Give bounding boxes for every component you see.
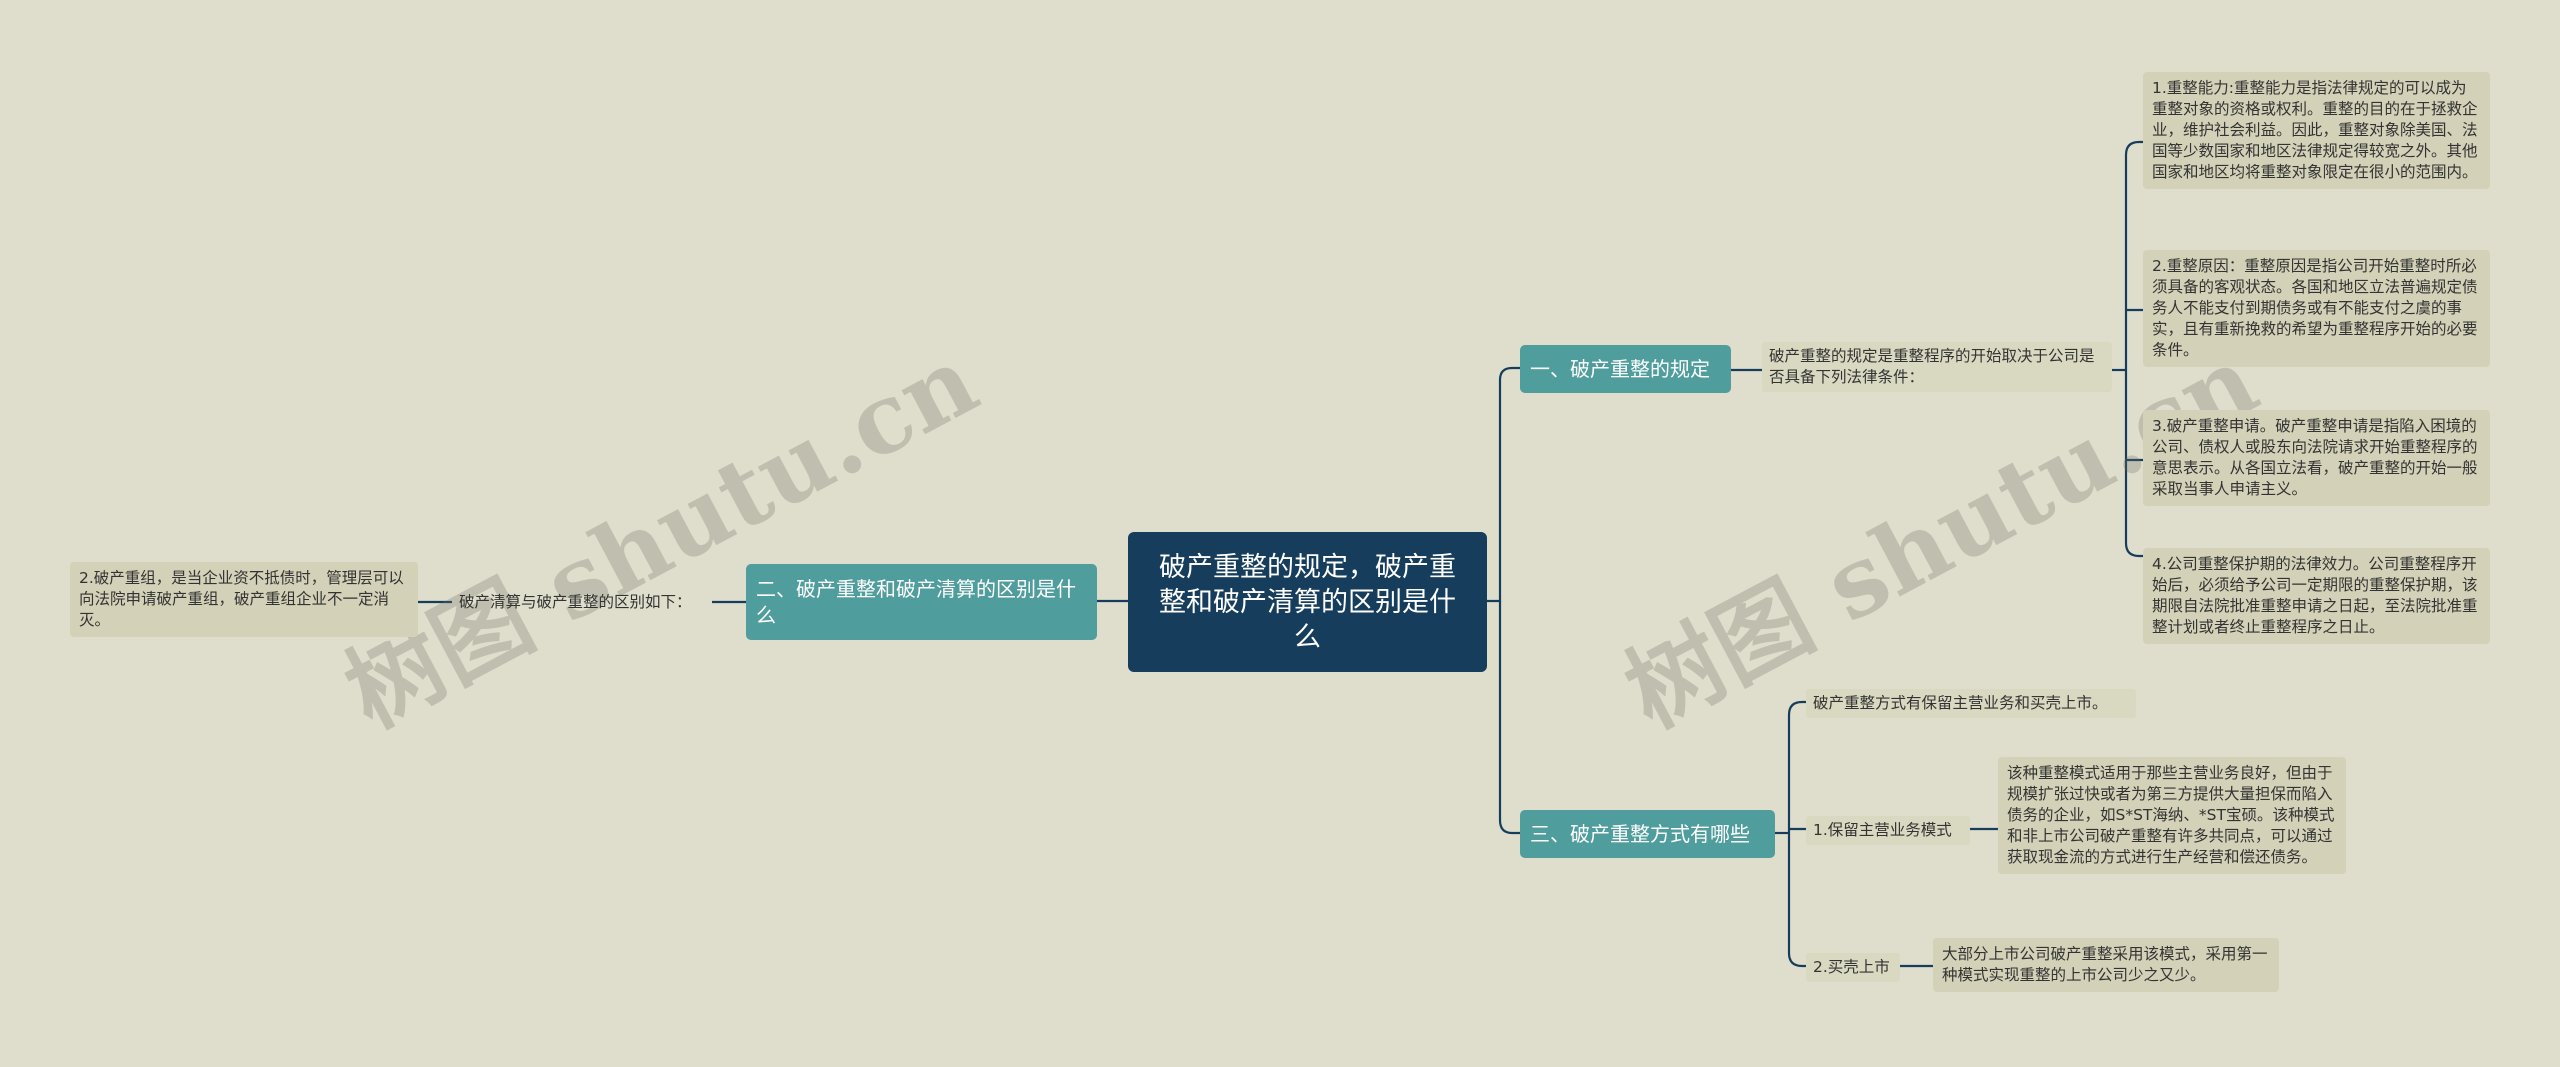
topic3-intro[interactable]: 破产重整方式有保留主营业务和买壳上市。 (1806, 689, 2136, 718)
condition-item-3[interactable]: 3.破产重整申请。破产重整申请是指陷入困境的公司、债权人或股东向法院请求开始重整… (2143, 410, 2490, 506)
topic-bankruptcy-reorganization-rules[interactable]: 一、破产重整的规定 (1520, 345, 1731, 393)
method-keep-main-business-detail[interactable]: 该种重整模式适用于那些主营业务良好，但由于规模扩张过快或者为第三方提供大量担保而… (1998, 757, 2346, 874)
condition-item-4[interactable]: 4.公司重整保护期的法律效力。公司重整程序开始后，必须给予公司一定期限的重整保护… (2143, 548, 2490, 644)
root-topic[interactable]: 破产重整的规定，破产重整和破产清算的区别是什么 (1128, 532, 1487, 672)
method-backdoor-listing-detail[interactable]: 大部分上市公司破产重整采用该模式，采用第一种模式实现重整的上市公司少之又少。 (1933, 938, 2279, 992)
topic-reorganization-methods[interactable]: 三、破产重整方式有哪些 (1520, 810, 1775, 858)
link-root-t3 (1498, 601, 1520, 835)
link-root-trunk (1487, 366, 1520, 603)
topic2-detail[interactable]: 2.破产重组，是当企业资不抵债时，管理层可以向法院申请破产重组，破产重组企业不一… (70, 562, 418, 637)
condition-item-2[interactable]: 2.重整原因：重整原因是指公司开始重整时所必须具备的客观状态。各国和地区立法普遍… (2143, 250, 2490, 367)
topic2-sub[interactable]: 破产清算与破产重整的区别如下： (459, 593, 692, 611)
root-topic-label: 破产重整的规定，破产重整和破产清算的区别是什么 (1159, 551, 1456, 653)
method-backdoor-listing[interactable]: 2.买壳上市 (1806, 953, 1900, 982)
condition-item-1[interactable]: 1.重整能力:重整能力是指法律规定的可以成为重整对象的资格或权利。重整的目的在于… (2143, 72, 2490, 189)
topic-label: 二、破产重整和破产清算的区别是什么 (756, 577, 1076, 627)
topic-label: 一、破产重整的规定 (1530, 357, 1710, 381)
topic-reorganization-vs-liquidation[interactable]: 二、破产重整和破产清算的区别是什么 (746, 564, 1097, 640)
topic1-intro[interactable]: 破产重整的规定是重整程序的开始取决于公司是否具备下列法律条件： (1762, 342, 2112, 392)
topic-label: 三、破产重整方式有哪些 (1530, 822, 1750, 846)
method-keep-main-business[interactable]: 1.保留主营业务模式 (1806, 816, 1970, 845)
